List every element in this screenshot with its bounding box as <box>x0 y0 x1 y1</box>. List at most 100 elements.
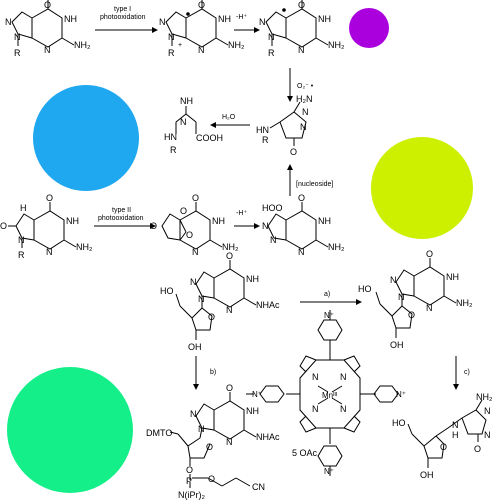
atom-O: O <box>474 444 481 454</box>
atom-NH2: NH₂ <box>476 392 493 402</box>
atom-N-plus-left: N⁺ <box>252 390 262 399</box>
atom-N: N <box>226 437 233 447</box>
manganese-porphyrin: N N N N Mnᴵᴵᴵ N⁺ N⁺ N⁺ N⁺ 5 OAc <box>246 310 406 476</box>
arrow-minus-h-1: -H⁺ <box>234 14 260 33</box>
atom-N-plus-bottom: N⁺ <box>324 467 334 476</box>
endoperoxide-structure: O NH O O O N NH₂ <box>150 193 239 257</box>
yellow-circle <box>371 137 473 239</box>
deoxyguanosine: O N NH N N NH₂ HO O OH <box>358 249 473 350</box>
atom-OH: OH <box>390 340 404 350</box>
label-o2: O₂⁻ • <box>297 83 314 90</box>
atom-N: N <box>390 275 397 285</box>
atom-H: H <box>452 430 459 440</box>
arrow-nucleoside: [nucleoside] <box>287 164 333 196</box>
atom-OH: OH <box>188 342 202 352</box>
atom-P: P <box>186 476 192 486</box>
atom-NH: NH <box>246 274 259 284</box>
atom-R: R <box>170 145 177 155</box>
atom-O: O <box>298 0 305 10</box>
hydroperoxide-structure: O HOO NH N N N NH₂ <box>262 193 345 257</box>
atom-O: O <box>208 312 215 322</box>
atom-N: N <box>270 235 277 245</box>
label-step-c: c) <box>464 369 470 376</box>
atom-NiPr2: N(iPr)₂ <box>178 490 205 500</box>
svg-text:+: + <box>178 42 182 49</box>
purple-circle <box>349 8 389 48</box>
atom-O: O <box>0 221 7 231</box>
atom-NH: NH <box>318 216 331 226</box>
atom-NHAc: NHAc <box>256 432 280 442</box>
atom-O: O <box>208 474 215 484</box>
oxoguanine-structure: O NH H O N N NH₂ R <box>0 193 93 260</box>
atom-H2N: H₂N <box>296 94 313 104</box>
atom-N: N <box>398 292 405 302</box>
atom-O: O <box>206 442 213 452</box>
arrow-type1: type I photooxidation <box>95 6 158 33</box>
atom-N: N <box>340 404 347 414</box>
atom-O: O <box>290 147 297 157</box>
arrow-minus-h-2: -H⁺ <box>234 210 260 229</box>
atom-DMTO: DMTO <box>146 428 172 438</box>
atom-N: N <box>259 17 266 27</box>
label-type2-line2: photooxidation <box>98 215 144 222</box>
atom-N: N <box>190 409 197 419</box>
label-type1-line2: photooxidation <box>100 14 146 21</box>
atom-N: N <box>190 277 197 287</box>
atom-O: O <box>298 193 305 203</box>
blue-circle <box>33 85 139 191</box>
atom-N: N <box>484 406 491 416</box>
atom-N: N <box>5 17 12 27</box>
atom-N: N <box>484 430 491 440</box>
atom-NH2: NH₂ <box>328 40 345 50</box>
atom-R: R <box>262 135 269 145</box>
atom-O: O <box>186 230 193 240</box>
atom-N: N <box>426 303 433 313</box>
atom-N: N <box>46 247 53 257</box>
atom-N: N <box>312 372 319 382</box>
atom-NH2: NH₂ <box>74 40 91 50</box>
atom-O: O <box>44 0 51 10</box>
phosphoramidite-structure: O N NH N N NHAc DMTO O O P O CN N(iPr)₂ <box>146 383 280 500</box>
atom-N: N <box>198 294 205 304</box>
atom-N: N <box>18 235 25 245</box>
atom-N: N <box>302 107 309 117</box>
atom-CN: CN <box>252 482 265 492</box>
arrow-type2: type II photooxidation <box>94 207 156 229</box>
atom-N: N <box>198 45 205 55</box>
atom-O: O <box>440 442 447 452</box>
atom-Mn: Mnᴵᴵᴵ <box>322 391 337 400</box>
atom-N: N <box>168 32 175 42</box>
atom-N: N <box>192 247 199 257</box>
atom-R: R <box>14 48 21 58</box>
atom-N: N <box>298 45 305 55</box>
protected-guanosine: O N NH N N NHAc HO O OH <box>160 251 280 352</box>
atom-O: O <box>192 193 199 203</box>
atom-N-plus-top: N⁺ <box>324 311 334 320</box>
atom-N-plus-right: N⁺ <box>396 390 406 399</box>
atom-N: N <box>268 32 275 42</box>
atom-NH: NH <box>64 14 77 24</box>
atom-N: N <box>159 17 166 27</box>
atom-NH: NH <box>218 14 231 24</box>
atom-O: O <box>408 310 415 320</box>
label-step-b: b) <box>210 369 216 376</box>
atom-HN: HN <box>256 125 269 135</box>
atom-N: N <box>298 247 305 257</box>
atom-COOH: COOH <box>196 133 223 143</box>
atom-NH: NH <box>66 216 79 226</box>
atom-HO: HO <box>358 284 372 294</box>
atom-NHAc: NHAc <box>256 300 280 310</box>
label-h2o: H₂O <box>222 114 236 121</box>
atom-N: N <box>44 45 51 55</box>
spiro-product: NH₂ N N N H O HO O OH <box>392 392 493 480</box>
atom-NH: NH <box>246 406 259 416</box>
atom-N: N <box>262 221 269 231</box>
atom-O: O <box>46 193 53 203</box>
atom-HO: HO <box>392 418 406 428</box>
atom-O: O <box>226 251 233 261</box>
label-minus-h-2: -H⁺ <box>236 210 247 217</box>
green-circle <box>7 367 133 493</box>
atom-HO: HO <box>160 286 174 296</box>
atom-HOO: HOO <box>262 203 283 213</box>
atom-OH: OH <box>420 470 434 480</box>
